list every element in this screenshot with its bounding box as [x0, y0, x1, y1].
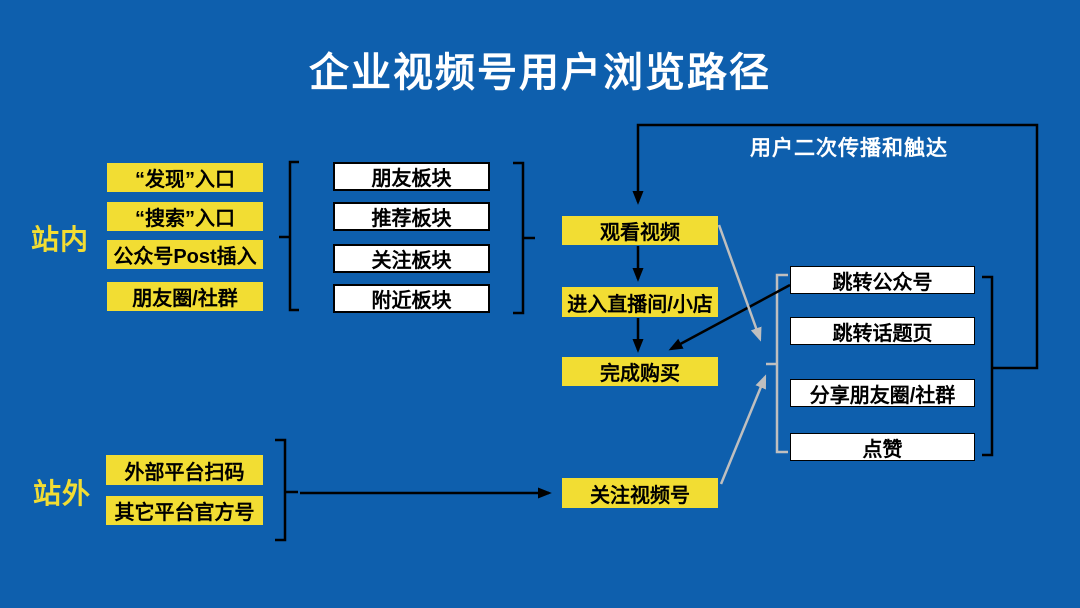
arrow-watch-to-actions	[717, 224, 762, 342]
flow-box-follow-account: 关注视频号	[562, 478, 718, 508]
bracket-actions-right	[982, 275, 994, 457]
entry-box-search: “搜索”入口	[107, 202, 263, 231]
action-box-share-moments-groups: 分享朋友圈/社群	[790, 379, 975, 407]
entry-box-discover: “发现”入口	[107, 163, 263, 192]
entry-box-official-post: 公众号Post插入	[107, 240, 263, 269]
flow-box-complete-purchase: 完成购买	[562, 357, 718, 386]
action-box-like: 点赞	[790, 433, 975, 461]
section-box-following: 关注板块	[333, 244, 490, 273]
loop-caption: 用户二次传播和触达	[750, 137, 948, 160]
section-box-recommend: 推荐板块	[333, 202, 490, 231]
section-box-nearby: 附近板块	[333, 284, 490, 313]
group-label-internal: 站内	[31, 224, 90, 255]
page-title: 企业视频号用户浏览路径	[309, 51, 771, 95]
group-label-external: 站外	[33, 478, 92, 509]
bracket-internal-entries	[288, 160, 299, 312]
action-box-jump-official-account: 跳转公众号	[790, 266, 975, 294]
arrow-follow-to-actions	[719, 374, 767, 485]
bracket-external-entries	[275, 438, 287, 542]
bracket-actions-left	[775, 273, 788, 454]
section-box-friends: 朋友板块	[333, 162, 490, 191]
entry-box-moments-groups: 朋友圈/社群	[107, 282, 263, 311]
action-box-jump-topic-page: 跳转话题页	[790, 317, 975, 345]
flow-box-watch-video: 观看视频	[562, 216, 718, 245]
external-box-other-platform-account: 其它平台官方号	[106, 496, 263, 525]
flow-box-live-room-shop: 进入直播间/小店	[562, 287, 718, 317]
external-box-scan-qr: 外部平台扫码	[106, 455, 263, 485]
bracket-sections	[513, 161, 525, 315]
